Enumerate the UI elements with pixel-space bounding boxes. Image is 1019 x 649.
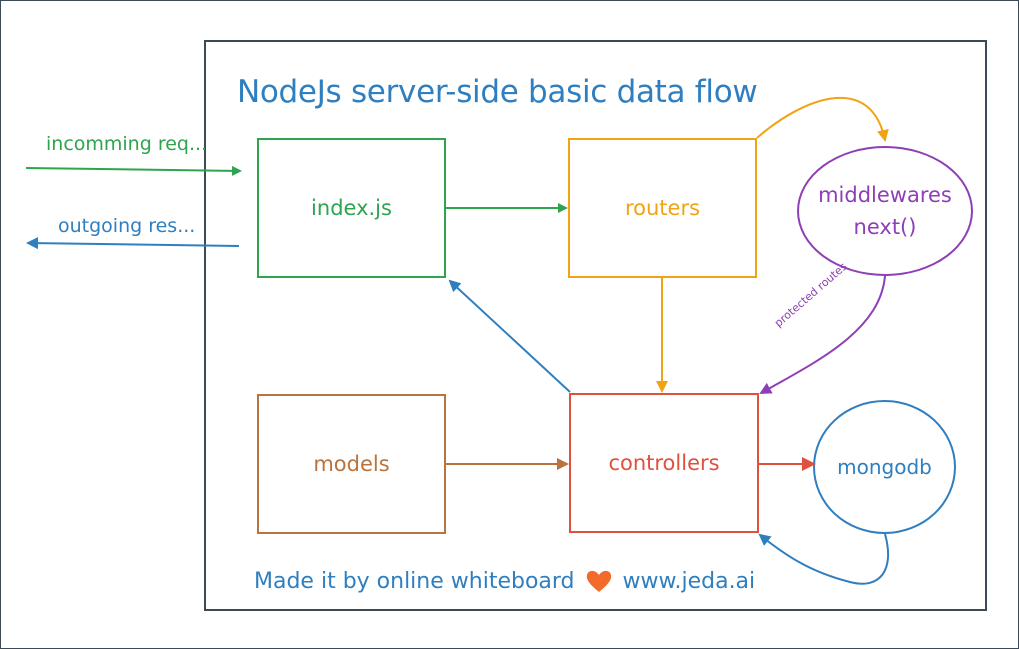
node-middlewares[interactable]: middlewares next(): [797, 146, 973, 276]
node-mongodb-label: mongodb: [837, 455, 932, 479]
node-models-label: models: [313, 452, 390, 476]
node-controllers-label: controllers: [608, 451, 720, 475]
footer-link[interactable]: www.jeda.ai: [622, 568, 756, 594]
edge-label-incoming: incomming req...: [46, 133, 208, 155]
footer-text: Made it by online whiteboard: [254, 568, 575, 594]
footer-credit: Made it by online whiteboard www.jeda.ai: [254, 568, 755, 594]
node-index-js-label: index.js: [311, 196, 392, 220]
node-index-js[interactable]: index.js: [257, 138, 446, 278]
node-models[interactable]: models: [257, 394, 446, 534]
node-middlewares-label: middlewares: [818, 183, 952, 207]
edge-label-outgoing: outgoing res...: [58, 215, 196, 237]
node-controllers[interactable]: controllers: [569, 393, 759, 533]
node-middlewares-next-label: next(): [853, 215, 917, 239]
node-mongodb[interactable]: mongodb: [813, 400, 956, 534]
heart-icon: [586, 570, 611, 592]
node-routers[interactable]: routers: [568, 138, 757, 278]
node-routers-label: routers: [624, 196, 701, 220]
diagram-frame: [204, 40, 987, 611]
diagram-title: NodeJs server-side basic data flow: [237, 74, 758, 110]
